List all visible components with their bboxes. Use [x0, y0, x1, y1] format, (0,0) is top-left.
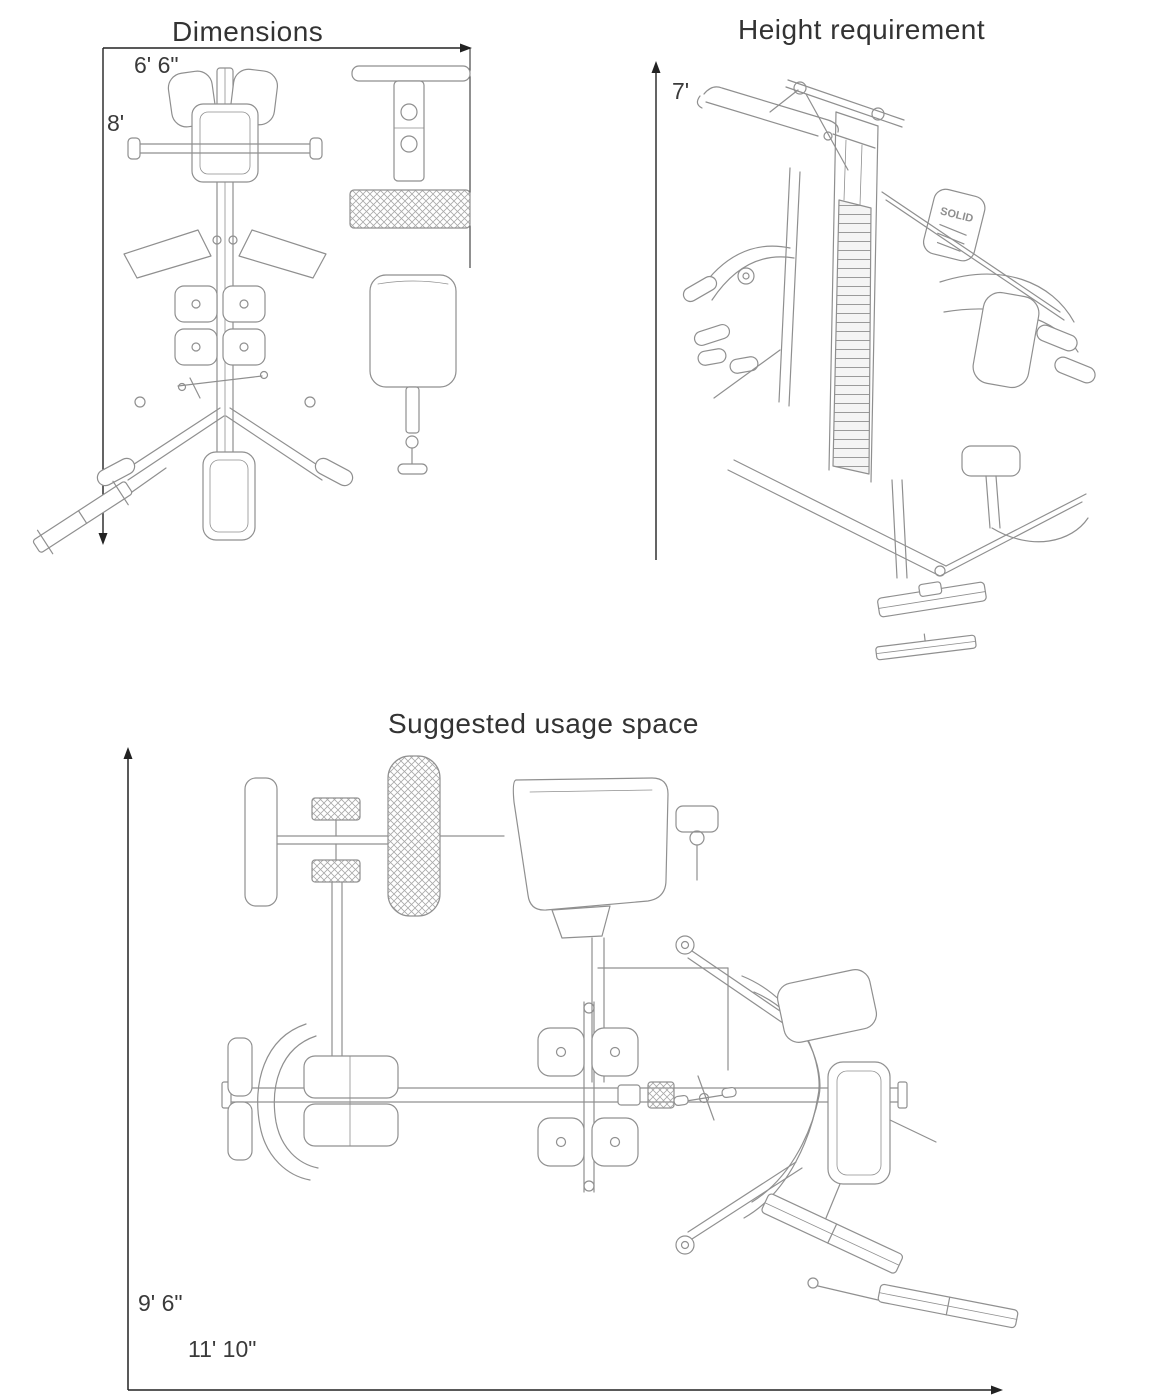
dimensions-arrows — [98, 43, 472, 545]
dimensions-figure — [32, 43, 472, 555]
machine-isometric-drawing: SOLID — [682, 79, 1096, 661]
usage-space-arrows — [123, 747, 1003, 1395]
usage-space-title: Suggested usage space — [388, 708, 699, 739]
arrow-up-icon — [123, 747, 133, 759]
arrow-right-icon — [460, 43, 472, 53]
usage-space-drawing — [221, 755, 1019, 1329]
tread-plate — [349, 189, 471, 229]
arrow-up-icon — [651, 61, 661, 73]
height-requirement-label: 7' — [672, 78, 690, 104]
arrow-down-icon — [98, 533, 108, 545]
usage-depth-label: 9' 6" — [138, 1290, 183, 1316]
height-requirement-figure: SOLID — [651, 61, 1096, 661]
dimensions-width-label: 6' 6" — [134, 52, 179, 78]
height-requirement-title: Height requirement — [738, 14, 986, 45]
usage-width-label: 11' 10" — [188, 1336, 257, 1362]
brand-shield: SOLID — [922, 188, 986, 262]
dimensions-depth-label: 8' — [107, 110, 125, 136]
weight-stack — [832, 199, 872, 475]
height-arrow — [651, 61, 661, 560]
usage-space-figure — [123, 747, 1019, 1395]
machine-top-view-drawing — [32, 65, 471, 555]
dimensions-title: Dimensions — [172, 16, 324, 47]
arrow-right-icon — [991, 1385, 1003, 1395]
tread-plate — [387, 755, 441, 917]
